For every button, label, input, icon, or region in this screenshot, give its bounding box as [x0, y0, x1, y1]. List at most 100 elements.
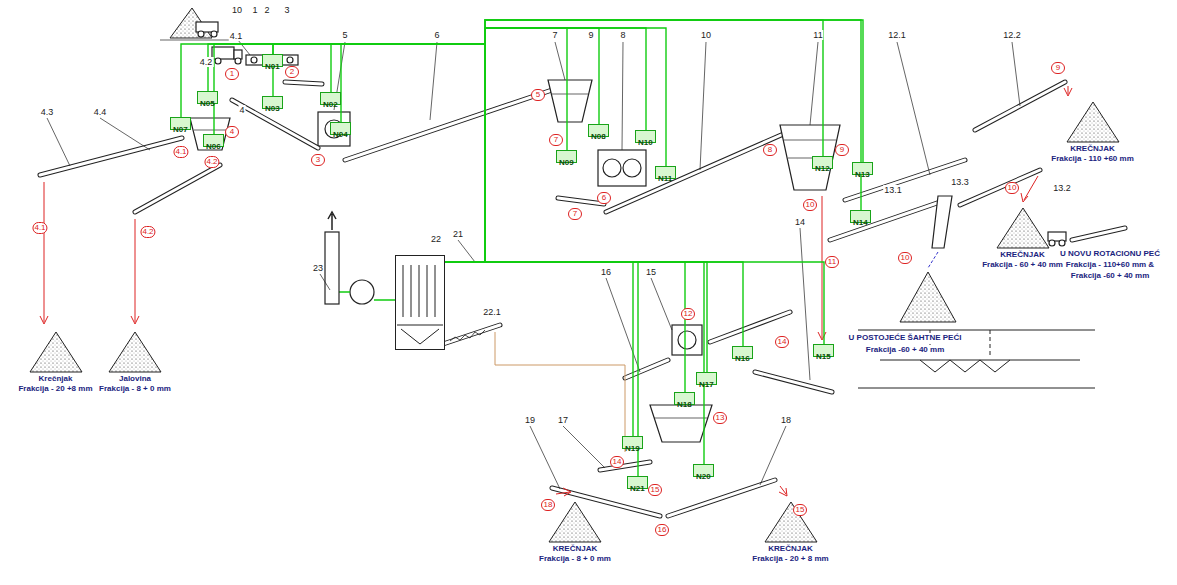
- part-number: 5: [341, 30, 348, 40]
- stockpile-triangle: [763, 500, 819, 544]
- suction-point-id: N01: [263, 61, 282, 72]
- part-number: 3: [283, 5, 290, 15]
- part-number: 22.1: [482, 307, 502, 317]
- filter-bags: [395, 255, 445, 350]
- suction-point-id: N12: [813, 163, 832, 174]
- callout-number: 4.1: [173, 146, 188, 158]
- suction-point-id: N05: [198, 98, 217, 109]
- destination-note: Frakcija -60 + 40 mm: [1070, 271, 1151, 281]
- callout-number: 10: [1005, 182, 1019, 194]
- stockpile: KrečnjakFrakcija - 20 +8 mm: [15, 330, 96, 394]
- callout-number: 15: [648, 484, 662, 496]
- dust-duct: [445, 20, 861, 262]
- destination-note: U POSTOJEĆE ŠAHTNE PEĆI: [848, 333, 963, 343]
- suction-point-box: N01: [262, 54, 283, 67]
- suction-point-box: N12: [812, 156, 833, 169]
- callout-number: 4.1: [32, 222, 47, 234]
- callout-number: 14: [610, 456, 624, 468]
- fraction-size: Frakcija - 20 + 8 mm: [749, 554, 832, 564]
- stockpile-triangle: [995, 206, 1051, 250]
- part-number: 12.2: [1002, 30, 1022, 40]
- dust-duct: [445, 20, 863, 262]
- callout-number: 4.2: [204, 156, 219, 168]
- part-number: 4: [238, 105, 245, 115]
- suction-point-id: N03: [263, 103, 282, 114]
- suction-point-id: N21: [628, 483, 647, 494]
- suction-point-id: N20: [694, 471, 713, 482]
- callout-number: 10: [898, 252, 912, 264]
- part-number: 4.4: [93, 107, 108, 117]
- destination-note: Frakcija - 110+60 mm &: [1065, 260, 1155, 270]
- part-number: 17: [557, 415, 569, 425]
- dust-duct: [273, 44, 485, 262]
- callout-number: 14: [775, 336, 789, 348]
- dust-duct: [445, 262, 704, 464]
- callout-number: 9: [1051, 62, 1065, 74]
- suction-point-box: N17: [696, 372, 717, 385]
- part-number: 16: [600, 267, 612, 277]
- callout-number: 9: [835, 144, 849, 156]
- stockpile: KREČNJAKFrakcija - 20 + 8 mm: [749, 500, 832, 564]
- suction-point-id: N10: [636, 137, 655, 148]
- suction-point-id: N09: [557, 157, 576, 168]
- suction-point-box: N05: [197, 91, 218, 104]
- part-number: 9: [587, 30, 594, 40]
- callout-number: 7: [549, 134, 563, 146]
- callout-number: 10: [803, 199, 817, 211]
- callout-number: 4.2: [140, 226, 155, 238]
- part-number: 11: [812, 30, 823, 40]
- stockpile-title: KREČNJAK: [749, 544, 832, 554]
- stockpile: JalovinaFrakcija - 8 + 0 mm: [96, 330, 174, 394]
- callout-number: 16: [655, 524, 669, 536]
- suction-point-box: N04: [330, 122, 351, 135]
- suction-point-id: N13: [853, 169, 872, 180]
- suction-point-box: N06: [203, 134, 224, 147]
- part-number: 13.1: [883, 185, 903, 195]
- stockpile-triangle: [28, 330, 84, 374]
- suction-point-id: N17: [697, 379, 716, 390]
- part-number: 13.3: [950, 177, 970, 187]
- fraction-size: Frakcija - 8 + 0 mm: [96, 384, 174, 394]
- callout-number: 13: [713, 412, 727, 424]
- suction-point-box: N13: [852, 162, 873, 175]
- suction-point-box: N19: [622, 436, 643, 449]
- fraction-size: Frakcija - 20 +8 mm: [15, 384, 96, 394]
- dust-duct: [331, 44, 485, 262]
- stockpile-title: Krečnjak: [15, 374, 96, 384]
- dust-duct: [445, 262, 685, 392]
- suction-point-id: N14: [851, 217, 870, 228]
- callout-number: 18: [541, 499, 555, 511]
- part-number: 18: [780, 415, 792, 425]
- dust-duct: [341, 44, 485, 262]
- part-number: 13.2: [1052, 183, 1072, 193]
- suction-point-box: N03: [262, 96, 283, 109]
- callout-number: 4: [225, 126, 239, 138]
- part-number: 7: [551, 30, 558, 40]
- destination-note: U NOVU ROTACIONU PEĆ: [1059, 249, 1161, 259]
- stockpile: KREČNJAKFrakcija - 60 + 40 mm: [979, 206, 1066, 270]
- dust-duct: [273, 44, 485, 262]
- dust-duct: [445, 262, 707, 372]
- suction-point-box: N20: [693, 464, 714, 477]
- dust-duct: [445, 28, 567, 262]
- dust-duct: [445, 262, 824, 344]
- callout-number: 2: [285, 66, 299, 78]
- dust-duct: [445, 262, 743, 346]
- suction-point-id: N11: [656, 173, 674, 184]
- callout-number: 3: [311, 154, 325, 166]
- destination-note: Frakcija -60 + 40 mm: [865, 345, 946, 355]
- fraction-size: Frakcija - 110 +60 mm: [1048, 154, 1137, 164]
- callout-number: 5: [531, 89, 545, 101]
- callout-number: 15: [793, 504, 807, 516]
- stockpile-triangle: [1065, 100, 1121, 144]
- dust-duct: [445, 20, 823, 262]
- part-number: 4.2: [199, 57, 214, 67]
- stockpile-title: KREČNJAK: [979, 250, 1066, 260]
- dust-duct: [208, 44, 485, 262]
- dust-duct: [214, 44, 485, 262]
- dust-duct: [445, 28, 666, 262]
- suction-point-id: N07: [171, 124, 190, 135]
- part-number: 6: [433, 30, 440, 40]
